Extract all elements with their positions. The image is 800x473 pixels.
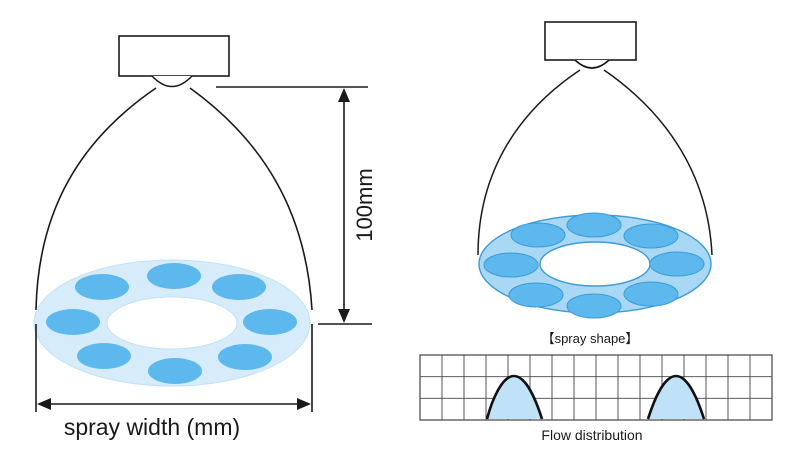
left-spray-cone-right xyxy=(189,87,313,311)
right-droplet xyxy=(566,212,622,238)
height-dimension-label: 100mm xyxy=(352,168,377,241)
left-nozzle-tip xyxy=(151,75,193,88)
left-droplet xyxy=(77,343,131,369)
right-spray-ring xyxy=(478,212,712,319)
height-dimension: 100mm xyxy=(216,86,377,325)
left-droplet xyxy=(147,263,201,289)
spray-width-label: spray width (mm) xyxy=(64,414,240,440)
flow-curve-left xyxy=(485,374,544,420)
left-spray-assembly: 100mm spray width (mm) xyxy=(33,35,377,440)
right-spray-assembly: 【spray shape】 xyxy=(477,21,713,346)
left-droplet xyxy=(218,344,272,370)
right-nozzle-body xyxy=(544,21,637,61)
right-nozzle-tip xyxy=(574,59,610,69)
flow-distribution-chart: Flow distribution xyxy=(419,354,773,443)
arrow-right-icon xyxy=(297,398,311,410)
left-droplet xyxy=(212,274,266,300)
flow-grid xyxy=(419,354,773,421)
right-droplet xyxy=(566,293,622,319)
arrow-up-icon xyxy=(338,88,350,102)
left-nozzle-body xyxy=(118,35,230,77)
right-droplet xyxy=(623,281,679,307)
right-spray-cone-left xyxy=(477,69,581,256)
left-droplet xyxy=(243,309,297,335)
spray-shape-label: 【spray shape】 xyxy=(542,331,639,346)
left-droplet xyxy=(148,358,202,384)
left-spray-ring xyxy=(33,259,311,387)
arrow-down-icon xyxy=(338,309,350,323)
flow-distribution-label: Flow distribution xyxy=(541,427,642,443)
right-droplet xyxy=(649,251,705,277)
right-droplet xyxy=(483,252,539,278)
width-dimension: spray width (mm) xyxy=(35,324,313,440)
right-droplet xyxy=(508,282,564,308)
right-spray-cone-right xyxy=(603,69,713,256)
left-droplet xyxy=(75,274,129,300)
left-droplet xyxy=(46,309,100,335)
left-spray-cone-left xyxy=(35,87,157,311)
arrow-left-icon xyxy=(37,398,51,410)
flow-curve-right xyxy=(646,374,706,420)
right-droplet xyxy=(510,222,566,248)
right-droplet xyxy=(623,223,679,249)
